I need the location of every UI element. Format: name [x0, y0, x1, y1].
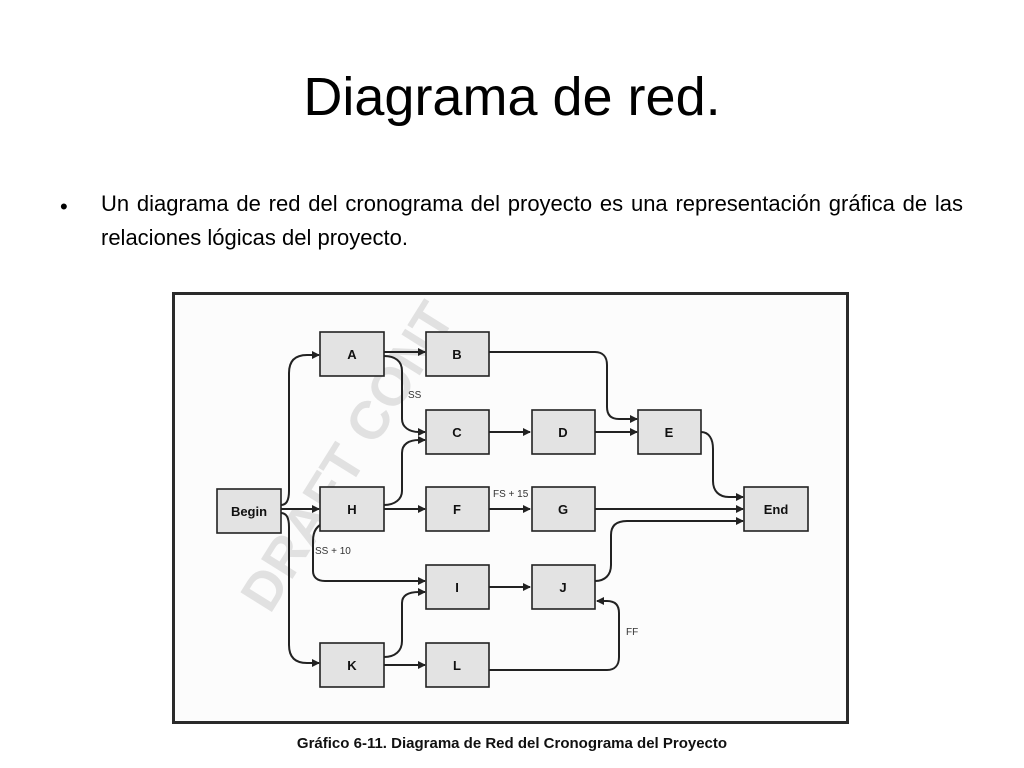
node-g-label: G: [558, 502, 568, 517]
node-g: G: [531, 486, 596, 532]
edge-e-end: [700, 431, 744, 501]
node-b: B: [425, 331, 490, 377]
node-end: End: [743, 486, 809, 532]
edge-h-i: [312, 522, 426, 585]
node-l: L: [425, 642, 490, 688]
edge-b-e: [489, 351, 638, 423]
edge-a-c: [383, 355, 426, 436]
node-l-label: L: [453, 658, 461, 673]
node-i-label: I: [455, 580, 459, 595]
node-f: F: [425, 486, 490, 532]
figure-caption: Gráfico 6-11. Diagrama de Red del Cronog…: [296, 735, 728, 752]
bullet-text: Un diagrama de red del cronograma del pr…: [101, 191, 963, 250]
edge-label-a-c: SS: [408, 390, 422, 401]
node-c-label: C: [452, 425, 462, 440]
edge-begin-a: [280, 351, 320, 506]
edge-h-c: [383, 436, 426, 506]
node-h-label: H: [347, 502, 356, 517]
node-e: E: [637, 409, 702, 455]
edge-label-l-j: FF: [626, 627, 638, 638]
network-diagram: DRAFT CONT: [216, 295, 809, 688]
edges: [280, 348, 744, 671]
node-i: I: [425, 564, 490, 610]
node-a: A: [319, 331, 385, 377]
bullet-marker: •: [60, 194, 68, 219]
node-j-label: J: [559, 580, 566, 595]
node-f-label: F: [453, 502, 461, 517]
node-j: J: [531, 564, 596, 610]
edge-label-f-g: FS + 15: [493, 489, 529, 500]
nodes: Begin A B C D: [216, 331, 809, 688]
node-h: H: [319, 486, 385, 532]
node-begin: Begin: [216, 488, 282, 534]
node-b-label: B: [452, 347, 461, 362]
node-k-label: K: [347, 658, 357, 673]
node-d: D: [531, 409, 596, 455]
edge-begin-k: [280, 512, 320, 667]
edge-labels: SS FS + 15 SS + 10 FF: [315, 390, 638, 638]
node-end-label: End: [764, 502, 789, 517]
node-e-label: E: [665, 425, 674, 440]
edge-k-i: [383, 588, 426, 658]
edge-label-h-i: SS + 10: [315, 546, 351, 557]
node-k: K: [319, 642, 385, 688]
node-c: C: [425, 409, 490, 455]
node-d-label: D: [558, 425, 567, 440]
node-a-label: A: [347, 347, 357, 362]
edge-j-end: [594, 517, 744, 582]
edge-l-j: [489, 597, 620, 671]
network-diagram-figure: DRAFT CONT: [172, 292, 849, 724]
node-begin-label: Begin: [231, 504, 267, 519]
slide-title: Diagrama de red.: [303, 67, 721, 127]
